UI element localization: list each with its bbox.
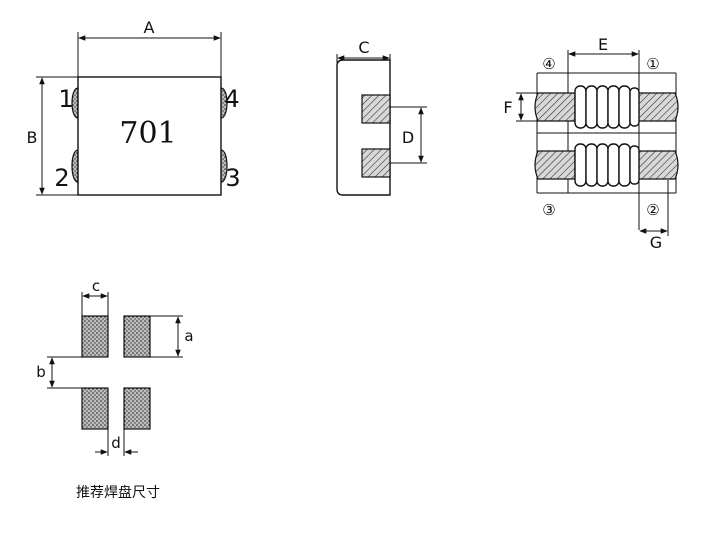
pin-marker-3: ③ <box>542 201 555 219</box>
terminal-bump-2 <box>71 149 79 183</box>
lower-terminal-left <box>534 150 576 180</box>
side-pad-top <box>361 94 391 124</box>
land-pattern: c a b d 推荐焊盘尺寸 <box>36 277 193 501</box>
dim-label-f: F <box>503 98 512 117</box>
coil-turn <box>574 143 587 187</box>
pin-number-3: 3 <box>225 164 240 192</box>
land-pattern-caption: 推荐焊盘尺寸 <box>76 484 160 501</box>
side-view: C D <box>336 38 427 196</box>
side-pad-bottom <box>361 148 391 178</box>
pin-marker-2: ② <box>646 201 659 219</box>
dim-label-b: B <box>27 128 38 147</box>
upper-coil <box>574 85 640 129</box>
component-body <box>77 76 222 196</box>
pin-number-2: 2 <box>54 164 69 192</box>
dim-label-e: E <box>598 35 608 54</box>
dim-label-c: C <box>358 38 369 57</box>
pin-marker-4: ④ <box>542 55 555 73</box>
upper-terminal-left <box>534 92 576 122</box>
pin-number-4: 4 <box>224 85 239 113</box>
land-pad-top-right <box>123 315 151 358</box>
coil-turn <box>596 85 609 129</box>
dim-label-d-small: d <box>111 434 121 452</box>
land-pad-top-left <box>81 315 109 358</box>
upper-terminal-right <box>635 92 679 122</box>
coil-turn <box>618 85 631 129</box>
coil-turn <box>607 85 620 129</box>
top-view: 701 A B 1 2 3 4 <box>27 18 241 196</box>
dim-label-a-small: a <box>184 327 193 345</box>
coil-turn <box>596 143 609 187</box>
coil-turn <box>585 85 598 129</box>
coil-turn <box>629 87 640 127</box>
dim-label-d: D <box>402 128 414 147</box>
dim-label-b-small: b <box>36 363 46 381</box>
land-pad-bottom-left <box>81 387 109 430</box>
land-pad-bottom-right <box>123 387 151 430</box>
coil-turn <box>618 143 631 187</box>
dim-label-c-small: c <box>92 277 100 295</box>
coil-turn <box>585 143 598 187</box>
winding-view: E F G ④ ① ③ ② <box>503 35 679 252</box>
pin-marker-1: ① <box>646 55 659 73</box>
lower-coil <box>574 143 640 187</box>
coil-turn <box>607 143 620 187</box>
part-marking: 701 <box>119 116 176 151</box>
lower-terminal-right <box>635 150 679 180</box>
dim-label-a: A <box>144 18 155 37</box>
pin-number-1: 1 <box>58 85 73 113</box>
dim-label-g: G <box>650 233 662 252</box>
coil-turn <box>629 145 640 185</box>
coil-turn <box>574 85 587 129</box>
